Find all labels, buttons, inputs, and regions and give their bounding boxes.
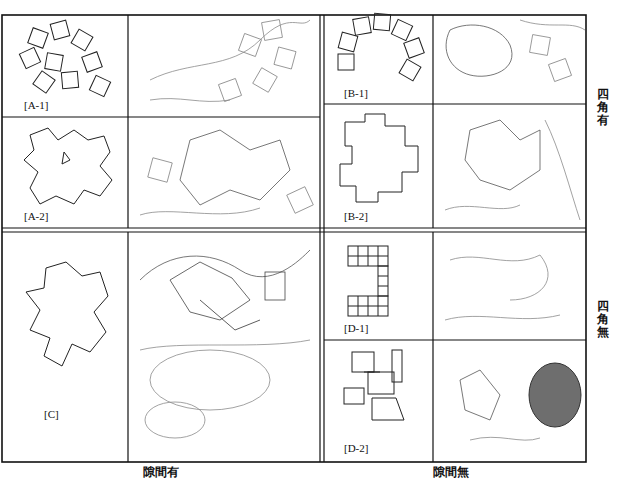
axis-label: 隙間無 xyxy=(433,464,469,481)
block-sketch xyxy=(344,350,404,420)
figure-label: [B-1] xyxy=(343,87,369,100)
figure-label: [A-1] xyxy=(23,99,49,112)
outline-sketch xyxy=(26,262,108,366)
sketch-cell: [D-1] xyxy=(325,233,432,339)
map-image xyxy=(529,363,581,427)
grid-frame xyxy=(2,15,586,462)
axis-label: 隙間有 xyxy=(143,464,179,481)
axis-label: 四角無 xyxy=(597,300,609,340)
sketch-cell: [B-1] xyxy=(325,16,432,103)
figure-label: [D-2] xyxy=(343,442,369,455)
sketch-cell: [B-2] xyxy=(325,105,432,227)
outline-sketch xyxy=(62,152,70,164)
sketch-cell: [C] xyxy=(3,233,127,461)
square-sketch xyxy=(338,13,424,81)
sketch-cell: [D-2] xyxy=(325,341,432,461)
map-image xyxy=(140,20,585,441)
square-sketch xyxy=(19,20,110,96)
sketch-cell: [A-2] xyxy=(3,118,127,227)
sketch-cell: [A-1] xyxy=(3,16,127,116)
figure-label: [C] xyxy=(43,408,60,421)
figure-label: [A-2] xyxy=(23,210,49,223)
outline-sketch xyxy=(340,114,418,202)
axis-label: 四角有 xyxy=(597,88,609,128)
figure-label: [B-2] xyxy=(343,210,369,223)
figure-label: [D-1] xyxy=(343,322,369,335)
outline-sketch xyxy=(24,128,112,204)
grid-sketch xyxy=(348,246,388,316)
